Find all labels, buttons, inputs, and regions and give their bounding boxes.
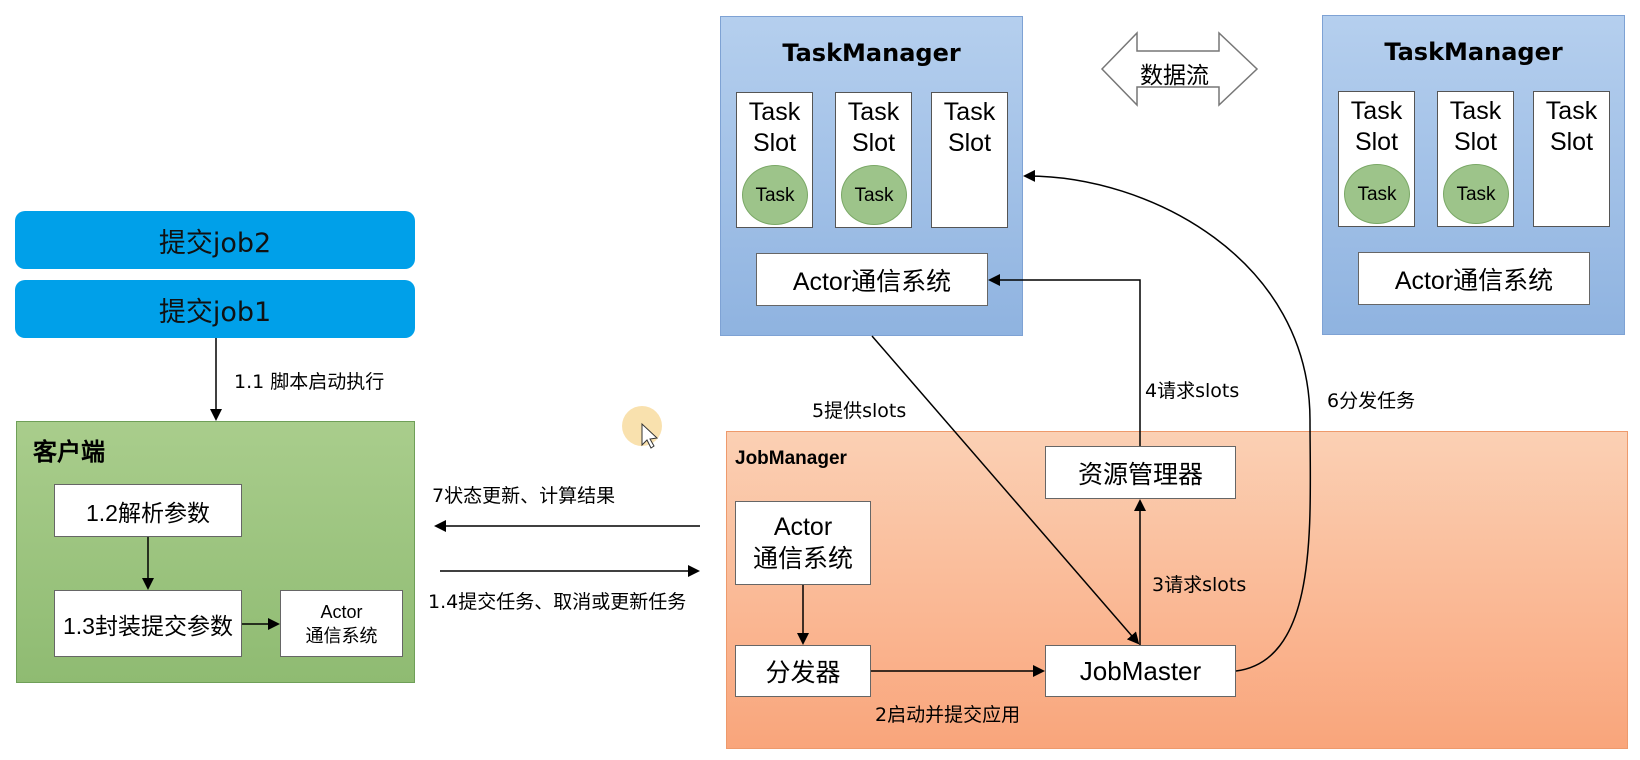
cursor-icon bbox=[641, 422, 659, 449]
client-actor-box: Actor 通信系统 bbox=[280, 590, 403, 657]
label-1-1: 1.1 脚本启动执行 bbox=[234, 371, 385, 393]
taskmanager-right: TaskManager Task Slot Task Task Slot Tas… bbox=[1322, 15, 1625, 335]
submit-job1-label: 提交job1 bbox=[158, 296, 272, 328]
resource-manager-box: 资源管理器 bbox=[1045, 446, 1236, 499]
client-actor-line1: Actor bbox=[320, 601, 363, 622]
task-slot: Task Slot Task bbox=[1437, 91, 1514, 227]
task-slot-line1: Task bbox=[1545, 97, 1598, 125]
jobmaster-box: JobMaster bbox=[1045, 645, 1236, 697]
task-node: Task bbox=[1344, 164, 1410, 224]
jm-actor-line2: 通信系统 bbox=[752, 545, 853, 573]
task-slot-line1: Task bbox=[1449, 97, 1502, 125]
task-slot-line1: Task bbox=[847, 98, 900, 126]
jm-actor-box: Actor 通信系统 bbox=[735, 501, 871, 585]
task-slot-line2: Slot bbox=[1354, 128, 1399, 156]
parse-params-box: 1.2解析参数 bbox=[54, 484, 242, 537]
tm-right-actor-box: Actor通信系统 bbox=[1358, 252, 1590, 305]
jm-actor-line1: Actor bbox=[773, 513, 833, 541]
tm-right-actor-label: Actor通信系统 bbox=[1394, 266, 1554, 295]
taskmanager-right-title: TaskManager bbox=[1384, 38, 1563, 66]
task-slot-line1: Task bbox=[943, 98, 996, 126]
task-slot-line2: Slot bbox=[1549, 128, 1594, 156]
task-slot-line1: Task bbox=[748, 98, 801, 126]
task-slot: Task Slot Task bbox=[835, 92, 912, 228]
dispatcher-label: 分发器 bbox=[765, 659, 841, 687]
task-slot-line1: Task bbox=[1350, 97, 1403, 125]
client-actor-line2: 通信系统 bbox=[305, 625, 378, 646]
dispatcher-box: 分发器 bbox=[735, 645, 871, 697]
tm-left-actor-label: Actor通信系统 bbox=[792, 267, 952, 296]
dataflow-label: 数据流 bbox=[1140, 63, 1209, 89]
task-slot: Task Slot Task bbox=[1338, 91, 1415, 227]
jobmanager-title: JobManager bbox=[735, 448, 847, 469]
label-5: 5提供slots bbox=[812, 400, 907, 422]
arrow-4 bbox=[988, 274, 1141, 446]
label-4: 4请求slots bbox=[1145, 380, 1240, 402]
task-slot-line2: Slot bbox=[752, 129, 797, 157]
task-node: Task bbox=[1443, 164, 1509, 224]
task-slot-line2: Slot bbox=[851, 129, 896, 157]
parse-params-label: 1.2解析参数 bbox=[86, 499, 210, 526]
task-slot: Task Slot Task bbox=[736, 92, 813, 228]
label-7: 7状态更新、计算结果 bbox=[432, 485, 616, 507]
label-2: 2启动并提交应用 bbox=[875, 704, 1021, 726]
task-slot: Task Slot bbox=[1533, 91, 1610, 227]
submit-job2-button[interactable]: 提交job2 bbox=[15, 211, 415, 269]
arrow-6 bbox=[1023, 169, 1312, 672]
task-node: Task bbox=[841, 165, 907, 225]
label-1-4: 1.4提交任务、取消或更新任务 bbox=[428, 591, 687, 613]
wrap-params-box: 1.3封装提交参数 bbox=[54, 590, 242, 657]
label-6: 6分发任务 bbox=[1327, 390, 1416, 412]
label-3: 3请求slots bbox=[1152, 574, 1247, 596]
task-slot: Task Slot bbox=[931, 92, 1008, 228]
task-node: Task bbox=[742, 165, 808, 225]
submit-job2-label: 提交job2 bbox=[158, 227, 272, 259]
dataflow-arrow bbox=[1100, 31, 1259, 107]
taskmanager-left-title: TaskManager bbox=[782, 39, 961, 67]
client-title: 客户端 bbox=[33, 438, 105, 466]
task-slot-line2: Slot bbox=[1453, 128, 1498, 156]
jobmaster-label: JobMaster bbox=[1079, 655, 1202, 686]
resource-manager-label: 资源管理器 bbox=[1077, 460, 1203, 489]
arrow-5 bbox=[871, 335, 1140, 645]
submit-job1-button[interactable]: 提交job1 bbox=[15, 280, 415, 338]
wrap-params-label: 1.3封装提交参数 bbox=[63, 612, 233, 639]
task-slot-line2: Slot bbox=[947, 129, 992, 157]
tm-left-actor-box: Actor通信系统 bbox=[756, 253, 988, 306]
taskmanager-left: TaskManager Task Slot Task Task Slot Tas… bbox=[720, 16, 1023, 336]
